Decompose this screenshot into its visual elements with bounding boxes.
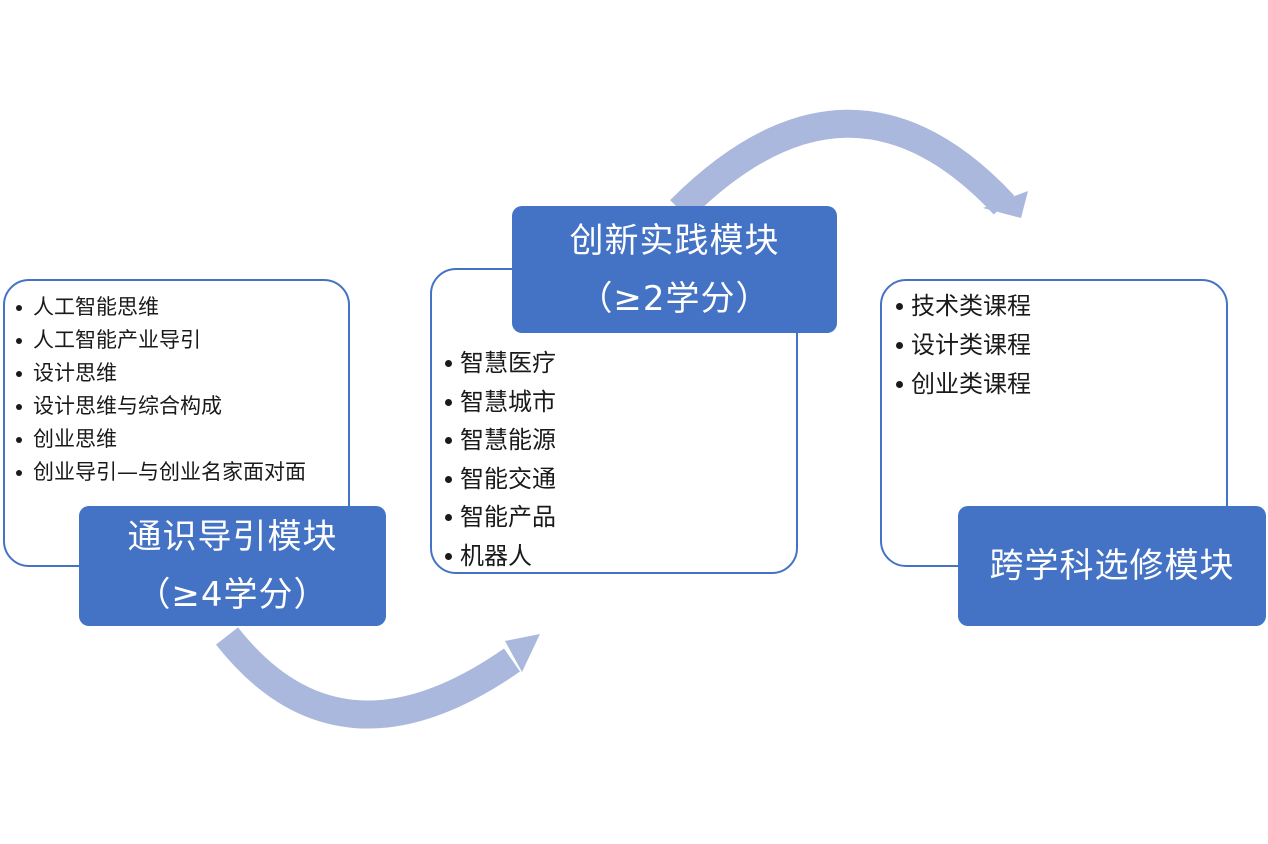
arrow-left-to-middle [215, 627, 521, 729]
list-item: 人工智能思维 [16, 291, 306, 324]
module-credits: （≥4学分） [136, 575, 329, 615]
general-guidance-course-list: 人工智能思维 人工智能产业导引 设计思维 设计思维与综合构成 创业思维 创业导引… [16, 291, 306, 489]
module-name: 通识导引模块 [127, 517, 338, 557]
arrow-middle-to-right [670, 109, 1015, 220]
interdisciplinary-elective-course-list: 技术类课程 设计类课程 创业类课程 [896, 287, 1031, 404]
list-item: 设计思维 [16, 357, 306, 390]
general-guidance-module-title: 通识导引模块 （≥4学分） [79, 506, 386, 626]
module-name: 跨学科选修模块 [989, 546, 1235, 586]
list-item: 机器人 [445, 537, 556, 576]
list-item: 设计思维与综合构成 [16, 390, 306, 423]
list-item: 智慧城市 [445, 383, 556, 422]
list-item: 人工智能产业导引 [16, 324, 306, 357]
interdisciplinary-elective-module-title: 跨学科选修模块 [958, 506, 1266, 626]
list-item: 智能产品 [445, 498, 556, 537]
module-credits: （≥2学分） [578, 278, 771, 319]
general-guidance-course-box: 人工智能思维 人工智能产业导引 设计思维 设计思维与综合构成 创业思维 创业导引… [3, 279, 350, 567]
innovation-practice-course-list: 智慧医疗 智慧城市 智慧能源 智能交通 智能产品 机器人 [445, 344, 556, 576]
arrow-left-to-middle-head [505, 634, 540, 672]
list-item: 智慧医疗 [445, 344, 556, 383]
list-item: 设计类课程 [896, 326, 1031, 365]
list-item: 智能交通 [445, 460, 556, 499]
list-item: 创业类课程 [896, 365, 1031, 404]
list-item: 智慧能源 [445, 421, 556, 460]
list-item: 技术类课程 [896, 287, 1031, 326]
list-item: 创业思维 [16, 423, 306, 456]
module-name: 创新实践模块 [569, 220, 780, 261]
list-item: 创业导引—与创业名家面对面 [16, 456, 306, 489]
arrow-middle-to-right-head [983, 191, 1028, 218]
innovation-practice-module-title: 创新实践模块 （≥2学分） [512, 206, 837, 333]
